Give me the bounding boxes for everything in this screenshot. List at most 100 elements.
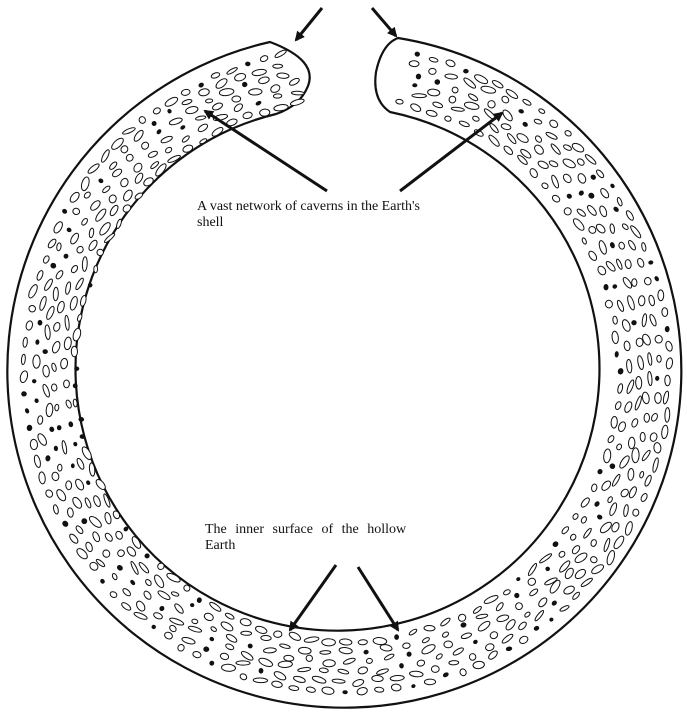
cavern (358, 639, 367, 645)
cavern (424, 679, 435, 685)
inner-surface-label: The inner surface of the hollow Earth (205, 522, 495, 554)
cavern (263, 648, 276, 654)
cavern (43, 349, 48, 353)
cavern (33, 355, 40, 368)
cavern (632, 448, 639, 463)
cavern (431, 666, 439, 673)
cavern (416, 74, 421, 79)
cavern (57, 426, 61, 430)
cavern (54, 404, 59, 411)
cavern (242, 82, 247, 87)
cavern (322, 639, 336, 647)
cavern (75, 367, 79, 370)
cavern (73, 383, 78, 388)
cavern (644, 413, 650, 422)
cavern (291, 91, 304, 95)
cavern (636, 338, 643, 346)
cavern (323, 660, 335, 667)
cavern (82, 257, 88, 272)
cavern (261, 635, 272, 641)
cavern (94, 265, 98, 272)
cavern (79, 417, 84, 421)
cavern (399, 663, 403, 668)
cavern (205, 99, 213, 104)
cavern (648, 260, 653, 264)
cavern (391, 684, 401, 692)
cavern (444, 641, 453, 648)
cavern (273, 94, 282, 99)
cavern (54, 446, 58, 451)
cavern (71, 464, 74, 468)
cavern (88, 283, 92, 287)
cavern (407, 652, 411, 657)
cavern (449, 660, 459, 665)
cavern (396, 99, 404, 105)
cavern (610, 464, 615, 469)
cavern (665, 375, 671, 386)
cavern (320, 650, 331, 654)
cavern (27, 425, 32, 431)
cavern (662, 308, 668, 317)
cavern (58, 464, 63, 471)
cavern (274, 631, 282, 638)
earth-shell (7, 38, 681, 708)
cavern (658, 290, 664, 301)
cavern (278, 661, 292, 668)
cavern (73, 442, 77, 446)
caverns-label-line-2: shell (197, 215, 537, 231)
cavern (51, 384, 57, 391)
cavern (190, 603, 194, 607)
cavern (364, 650, 369, 654)
cavern (412, 94, 427, 98)
cavern (248, 644, 253, 649)
cavern (635, 376, 641, 389)
cavern (259, 109, 270, 117)
cavern (655, 376, 659, 380)
cavern (197, 598, 202, 603)
cavern (415, 52, 420, 57)
cavern (395, 635, 399, 640)
inner-surface-label-line-2: Earth (205, 538, 495, 554)
cavern (632, 279, 637, 287)
cavern (66, 481, 72, 490)
cavern (259, 668, 263, 673)
cavern (22, 392, 27, 396)
cavern (464, 69, 469, 73)
caverns-label-line-1: A vast network of caverns in the Earth's (197, 199, 537, 215)
cavern (64, 380, 70, 388)
cavern (273, 64, 283, 68)
cavern (69, 422, 74, 427)
polar-opening-arrow-right (372, 8, 396, 36)
cavern (37, 416, 43, 425)
cavern (638, 296, 645, 306)
inner-surface-label-line-1: The inner surface of the hollow (205, 522, 495, 538)
caverns-arrow-left (205, 111, 327, 191)
inner-surface-arrow-right (358, 567, 398, 630)
cavern (53, 287, 59, 301)
cavern (604, 284, 608, 289)
cavern (232, 96, 241, 103)
cavern (402, 643, 410, 649)
cavern (30, 439, 38, 450)
cavern (409, 61, 419, 67)
cavern (656, 355, 661, 362)
cavern (253, 678, 268, 683)
cavern (429, 68, 436, 74)
cavern (35, 398, 39, 402)
cavern (366, 658, 373, 664)
cavern (469, 653, 477, 661)
cavern (80, 435, 85, 439)
cavern (655, 393, 662, 404)
cavern (424, 625, 435, 631)
cavern (615, 351, 618, 357)
cavern (628, 468, 635, 480)
cavern (640, 432, 645, 441)
cavern (32, 379, 36, 383)
cavern (277, 73, 290, 79)
cavern (204, 647, 210, 652)
cavern (36, 340, 39, 345)
cavern (236, 661, 250, 665)
cavern (628, 437, 635, 449)
inner-surface-arrow-left (290, 565, 336, 630)
